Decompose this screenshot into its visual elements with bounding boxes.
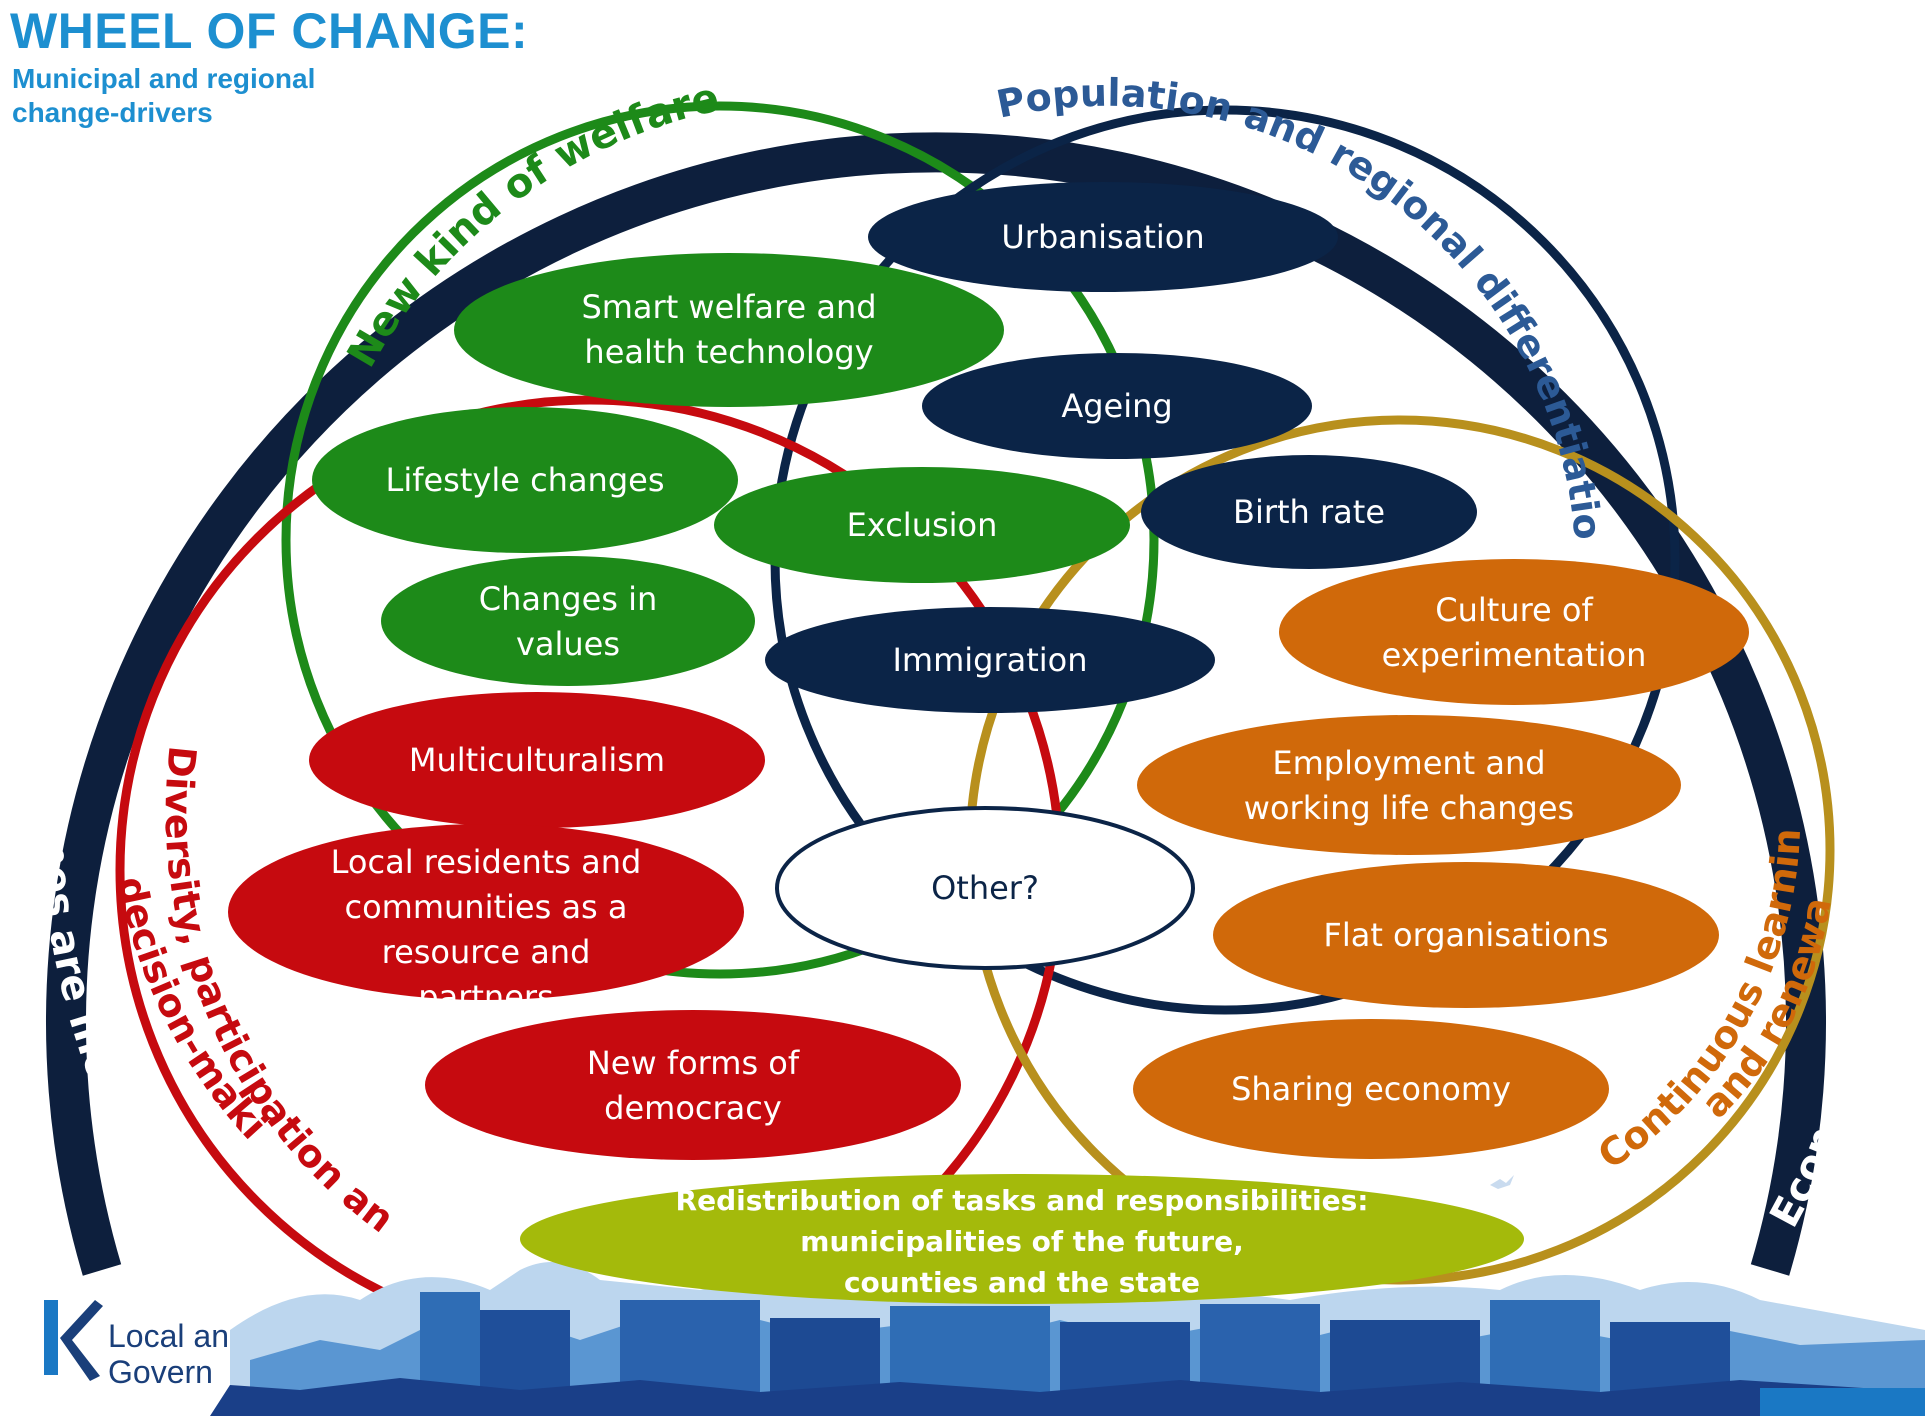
subtitle-line-2: change-drivers [12,97,213,128]
svg-text:Culture of: Culture of [1435,591,1593,629]
page-title: WHEEL OF CHANGE: [10,3,529,59]
oval-immigration: Immigration [765,607,1215,713]
svg-text:Urbanisation: Urbanisation [1001,218,1204,256]
svg-text:values: values [516,625,620,663]
city-skyline [210,1175,1925,1416]
svg-text:municipalities of the future,: municipalities of the future, [800,1225,1243,1258]
svg-text:Redistribution of tasks and re: Redistribution of tasks and responsibili… [676,1184,1369,1217]
oval-lifestyle-changes: Lifestyle changes [312,407,738,553]
oval-changes-in-values: Changes in values [381,556,755,686]
oval-employment: Employment and working life changes [1137,715,1681,855]
svg-text:health technology: health technology [584,333,873,371]
svg-text:Exclusion: Exclusion [847,506,998,544]
svg-text:Ageing: Ageing [1061,387,1172,425]
oval-new-democracy: New forms of democracy [425,1010,961,1160]
svg-text:counties and the state: counties and the state [844,1266,1200,1299]
svg-text:Smart welfare and: Smart welfare and [581,288,876,326]
oval-local-residents: Local residents and communities as a res… [228,824,744,1016]
oval-multiculturalism: Multiculturalism [309,692,765,828]
svg-text:Immigration: Immigration [892,641,1087,679]
oval-urbanisation: Urbanisation [868,182,1338,292]
oval-ageing: Ageing [922,353,1312,459]
oval-redistribution: Redistribution of tasks and responsibili… [520,1174,1524,1304]
svg-text:Flat organisations: Flat organisations [1323,916,1608,954]
svg-text:Local residents and: Local residents and [331,843,642,881]
logo-mark [44,1300,103,1381]
oval-exclusion: Exclusion [714,467,1130,583]
oval-other: Other? [775,806,1195,970]
decision-making-label: decision-making [0,0,276,1148]
oval-culture-experimentation: Culture of experimentation [1279,559,1749,705]
svg-text:Employment and: Employment and [1272,744,1545,782]
svg-text:Changes in: Changes in [479,580,658,618]
svg-text:communities as a: communities as a [345,888,628,926]
page-subtitle: Municipal and regional change-drivers [12,62,432,130]
svg-text:Other?: Other? [931,869,1039,907]
svg-text:New forms of: New forms of [587,1044,800,1082]
svg-text:Birth rate: Birth rate [1233,493,1385,531]
oval-flat-organisations: Flat organisations [1213,862,1719,1008]
svg-text:resource and: resource and [382,933,591,971]
oval-sharing-economy: Sharing economy [1133,1019,1609,1159]
svg-text:democracy: democracy [604,1089,782,1127]
subtitle-line-1: Municipal and regional [12,63,316,94]
extremes-label: The extremes are more pronounced [0,0,245,1303]
svg-text:Lifestyle changes: Lifestyle changes [385,461,664,499]
oval-birth-rate: Birth rate [1141,455,1477,569]
welfare-circle [281,101,1159,979]
oval-smart-welfare: Smart welfare and health technology [454,253,1004,407]
svg-text:Multiculturalism: Multiculturalism [409,741,665,779]
logo-text-line-1: Local an [108,1318,229,1354]
svg-text:partners: partners [418,978,553,1016]
svg-text:working life changes: working life changes [1244,789,1574,827]
outer-wheel-ring [46,132,1826,1276]
svg-text:experimentation: experimentation [1382,636,1647,674]
svg-text:Sharing economy: Sharing economy [1231,1070,1511,1108]
logo-text-line-2: Govern [108,1354,213,1390]
